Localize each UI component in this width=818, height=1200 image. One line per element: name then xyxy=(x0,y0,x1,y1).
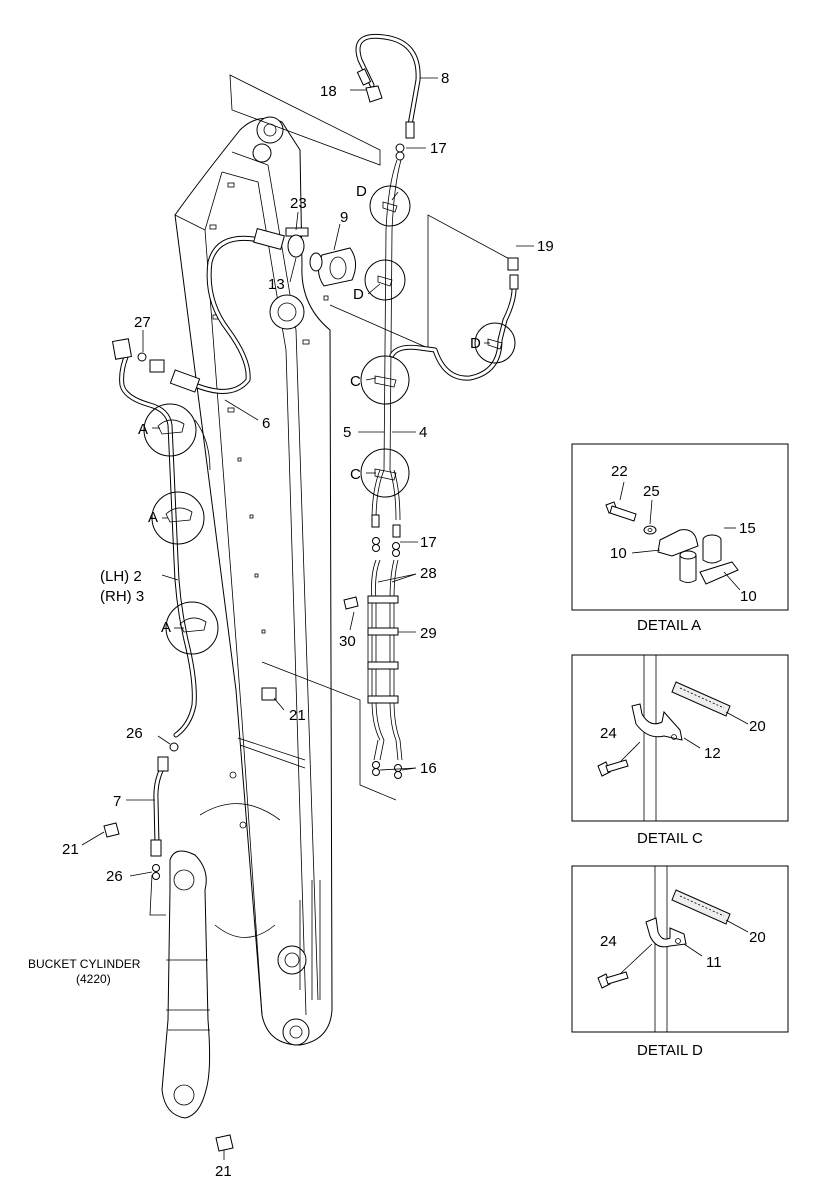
fittings-17-lower xyxy=(371,514,401,557)
detail-a-caption: DETAIL A xyxy=(637,617,701,634)
bolt-30 xyxy=(343,596,359,610)
callout-13: 13 xyxy=(268,276,285,293)
oring-26-top xyxy=(169,742,179,752)
plug-21-left xyxy=(103,822,120,838)
callout-16: 16 xyxy=(420,760,437,777)
callout-17: 17 xyxy=(430,140,447,157)
callout-a: A xyxy=(161,619,171,636)
hoses-28-clamp-29 xyxy=(367,559,401,741)
detail-d-panel: 20 24 11 xyxy=(571,865,789,1033)
callout-rh-3: (RH) 3 xyxy=(100,588,144,605)
fitting-18 xyxy=(365,85,383,103)
detail-a-label-22: 22 xyxy=(611,463,628,480)
detail-d-label-11: 11 xyxy=(706,954,722,971)
pipes-2-3 xyxy=(111,338,197,738)
detail-c-label-20: 20 xyxy=(749,718,766,735)
callout-4: 4 xyxy=(419,424,427,441)
detail-a-panel: 22 25 15 10 10 xyxy=(571,443,789,611)
flange-9 xyxy=(309,247,356,287)
callout-19: 19 xyxy=(537,238,554,255)
oring-27 xyxy=(137,352,147,362)
bucket-cylinder-label: BUCKET CYLINDER xyxy=(28,957,141,971)
oring-13 xyxy=(287,234,305,258)
detail-a-label-25: 25 xyxy=(643,483,660,500)
fitting-17-top xyxy=(395,143,405,153)
callout-23: 23 xyxy=(290,195,307,212)
arm-body xyxy=(174,116,333,1046)
detail-markers-dc xyxy=(360,185,516,498)
callout-c: C xyxy=(350,466,361,483)
callout-d: D xyxy=(470,335,481,352)
detail-d-label-24: 24 xyxy=(600,933,617,950)
callout-26: 26 xyxy=(126,725,143,742)
detail-c-label-12: 12 xyxy=(704,745,721,762)
detail-d-caption: DETAIL D xyxy=(637,1042,703,1059)
detail-c-label-24: 24 xyxy=(600,725,617,742)
callout-lh-2: (LH) 2 xyxy=(100,568,142,585)
hose-6 xyxy=(169,228,285,394)
oring-26-bottom xyxy=(152,864,160,872)
bucket-cylinder-number: (4220) xyxy=(76,972,111,986)
callout-7: 7 xyxy=(113,793,121,810)
bucket-cylinder xyxy=(149,850,211,1119)
callout-21: 21 xyxy=(62,841,79,858)
callout-28: 28 xyxy=(420,565,437,582)
pipes-4-5 xyxy=(371,159,402,521)
callout-a: A xyxy=(138,421,148,438)
callout-26: 26 xyxy=(106,868,123,885)
plug-21-bottom xyxy=(215,1134,234,1152)
detail-d-label-20: 20 xyxy=(749,929,766,946)
callout-9: 9 xyxy=(340,209,348,226)
callout-5: 5 xyxy=(343,424,351,441)
callout-a: A xyxy=(148,509,158,526)
leader-boxes xyxy=(229,74,516,801)
callout-29: 29 xyxy=(420,625,437,642)
hose-8 xyxy=(355,33,421,139)
detail-markers-a xyxy=(143,403,219,655)
callout-d: D xyxy=(356,183,367,200)
callout-c: C xyxy=(350,373,361,390)
detail-c-panel: 20 24 12 xyxy=(571,654,789,822)
callout-21: 21 xyxy=(215,1163,232,1180)
detail-a-label-10: 10 xyxy=(740,588,757,605)
detail-c-caption: DETAIL C xyxy=(637,830,703,847)
callout-30: 30 xyxy=(339,633,356,650)
leader-lines xyxy=(81,77,534,1160)
hose-7 xyxy=(150,756,169,857)
detail-a-label-10: 10 xyxy=(610,545,627,562)
detail-a-label-15: 15 xyxy=(739,520,756,537)
fittings-16 xyxy=(372,739,403,779)
pipe-19 xyxy=(389,257,519,381)
callout-labels: 18 8 17 D 23 9 19 D 13 D 27 C 6 A 5 4 C … xyxy=(28,70,554,1180)
callout-18: 18 xyxy=(320,83,337,100)
callout-17: 17 xyxy=(420,534,437,551)
callout-27: 27 xyxy=(134,314,151,331)
callout-8: 8 xyxy=(441,70,449,87)
callout-21: 21 xyxy=(289,707,306,724)
callout-d: D xyxy=(353,286,364,303)
callout-6: 6 xyxy=(262,415,270,432)
